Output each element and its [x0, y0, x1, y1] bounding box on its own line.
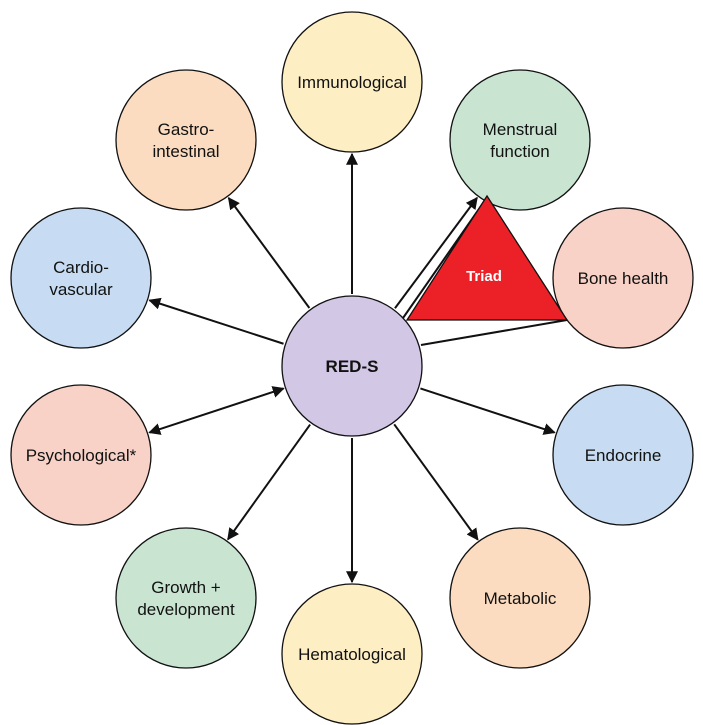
triad-connector-2 [420, 319, 568, 346]
node-label-growth-development: development [137, 600, 235, 619]
hub-label: RED-S [326, 357, 379, 376]
hub: RED-S [281, 295, 423, 437]
node-circle-endocrine [552, 384, 694, 526]
node-label-bone-health: Bone health [578, 269, 669, 288]
triad-label: Triad [466, 268, 502, 285]
node-label-hematological: Hematological [298, 645, 406, 664]
node-label-psychological: Psychological* [26, 446, 137, 465]
node-circle-psychological [10, 384, 152, 526]
node-circle-growth-development [115, 527, 257, 669]
arrow-cardiovascular [148, 297, 284, 345]
arrow-gastrointestinal [227, 197, 311, 309]
node-endocrine: Endocrine [552, 384, 694, 526]
arrow-growth-development [227, 423, 311, 541]
node-circle-hematological [281, 583, 423, 725]
node-label-immunological: Immunological [297, 73, 407, 92]
node-label-growth-development: Growth + [151, 578, 221, 597]
node-label-cardiovascular: vascular [49, 280, 113, 299]
arrow-menstrual-function [394, 196, 478, 309]
node-circle-menstrual-function [449, 69, 591, 211]
node-label-gastrointestinal: intestinal [152, 142, 219, 161]
node-hematological: Hematological [281, 583, 423, 725]
node-menstrual-function: Menstrual function [449, 69, 591, 211]
node-label-menstrual-function: function [490, 142, 550, 161]
arrow-endocrine [420, 387, 556, 435]
node-circle-immunological [281, 11, 423, 153]
arrow-metabolic [393, 423, 479, 541]
node-bone-health: Bone health [552, 207, 694, 349]
triad-triangle [405, 194, 569, 321]
node-gastrointestinal: Gastro-intestinal [115, 69, 257, 211]
node-circle-bone-health [552, 207, 694, 349]
node-psychological: Psychological* [10, 384, 152, 526]
node-label-endocrine: Endocrine [585, 446, 662, 465]
triad: Triad [405, 194, 569, 321]
node-label-metabolic: Metabolic [484, 589, 557, 608]
node-immunological: Immunological [281, 11, 423, 153]
arrow-psychological [148, 386, 285, 435]
node-label-menstrual-function: Menstrual [483, 120, 558, 139]
node-circle-metabolic [449, 527, 591, 669]
node-cardiovascular: Cardio-vascular [10, 207, 152, 349]
node-label-gastrointestinal: Gastro- [158, 120, 215, 139]
node-metabolic: Metabolic [449, 527, 591, 669]
hub-circle [281, 295, 423, 437]
node-label-cardiovascular: Cardio- [53, 258, 109, 277]
node-circle-gastrointestinal [115, 69, 257, 211]
node-circle-cardiovascular [10, 207, 152, 349]
node-growth-development: Growth + development [115, 527, 257, 669]
